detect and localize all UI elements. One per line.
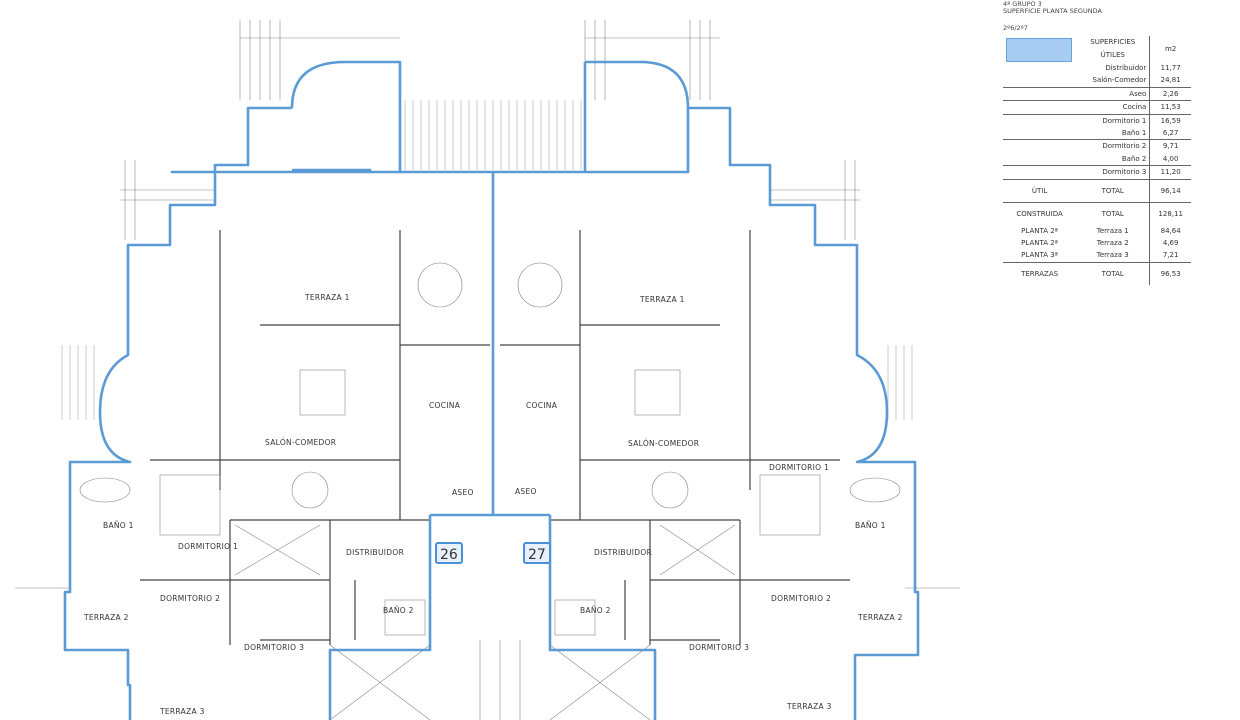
table-head-row: SUPERFICIES m2: [1003, 36, 1191, 62]
terraza-value: 7,21: [1149, 249, 1191, 263]
room-name: Baño 1: [1076, 127, 1150, 141]
label-cocina-right: COCINA: [526, 401, 558, 410]
label-dormitorio1-right: DORMITORIO 1: [769, 463, 829, 472]
label-dormitorio3-right: DORMITORIO 3: [689, 643, 749, 652]
room-value: 16,59: [1149, 114, 1191, 128]
label-aseo-right: ASEO: [515, 487, 537, 496]
label-bano1-right: BAÑO 1: [855, 521, 886, 530]
label-terraza1-left: TERRAZA 1: [304, 293, 350, 302]
construida-value: 128,11: [1149, 202, 1191, 225]
label-dormitorio3-left: DORMITORIO 3: [244, 643, 304, 652]
util-label: ÚTIL: [1003, 179, 1077, 203]
room-name: Distribuidor: [1105, 64, 1147, 72]
header-group: 4ª GRUPO 3: [1003, 0, 1042, 8]
room-name: Dormitorio 1: [1102, 116, 1147, 125]
terraza-row: PLANTA 2ª Terraza 1 84,64: [1003, 224, 1191, 238]
table-head-row-2: ÚTILES: [1003, 49, 1191, 62]
terraza-floor: PLANTA 2ª: [1021, 239, 1058, 248]
room-value: 6,27: [1149, 127, 1191, 141]
terrazas-label: TERRAZAS: [1021, 269, 1059, 278]
unit-outlines: [63, 60, 920, 720]
label-terraza2-left: TERRAZA 2: [83, 613, 129, 622]
label-distribuidor-right: DISTRIBUIDOR: [594, 548, 652, 557]
label-terraza2-right: TERRAZA 2: [857, 613, 903, 622]
unit-number-26: 26: [440, 547, 458, 563]
room-value: 2,26: [1149, 87, 1191, 102]
terraza-name: Terraza 2: [1096, 239, 1129, 248]
label-salon-left: SALÓN-COMEDOR: [265, 438, 336, 447]
terraza-value: 4,69: [1149, 237, 1191, 250]
terraza-row: PLANTA 2ª Terraza 2 4,69: [1003, 237, 1191, 250]
label-terraza1-right: TERRAZA 1: [639, 295, 685, 304]
construida-total-label: TOTAL: [1101, 209, 1124, 218]
room-name: Salón-Comedor: [1076, 74, 1150, 88]
util-total-label: TOTAL: [1076, 179, 1150, 203]
room-value: 11,20: [1149, 165, 1191, 180]
label-terraza3-right: TERRAZA 3: [786, 702, 832, 711]
room-name: Dormitorio 3: [1076, 165, 1150, 180]
label-salon-right: SALÓN-COMEDOR: [628, 439, 699, 448]
head-label-1: SUPERFICIES: [1090, 38, 1136, 46]
label-bano2-right: BAÑO 2: [580, 606, 611, 615]
room-name: Baño 2: [1076, 152, 1150, 167]
terraza-floor: PLANTA 2ª: [1021, 226, 1058, 235]
room-labels-right: TERRAZA 1 COCINA SALÓN-COMEDOR ASEO DIST…: [515, 295, 903, 711]
room-value: 11,53: [1149, 100, 1191, 115]
construida-total-row: CONSTRUIDA TOTAL 128,11: [1003, 202, 1191, 225]
unit-number-27: 27: [528, 547, 546, 563]
label-distribuidor-left: DISTRIBUIDOR: [346, 548, 404, 557]
label-dormitorio2-right: DORMITORIO 2: [771, 594, 831, 603]
label-cocina-left: COCINA: [429, 401, 461, 410]
label-aseo-left: ASEO: [452, 488, 474, 497]
header-floor: SUPERFICIE PLANTA SEGUNDA: [1003, 7, 1102, 15]
unit-outline-left: [63, 60, 495, 720]
util-total-row: ÚTIL TOTAL 96,14: [1003, 179, 1191, 203]
label-bano1-left: BAÑO 1: [103, 521, 134, 530]
plan-linework: [15, 20, 960, 720]
room-name: Cocina: [1076, 100, 1150, 115]
room-labels-left: TERRAZA 1 COCINA SALÓN-COMEDOR ASEO DIST…: [83, 293, 474, 716]
unit-badge-27: 27: [523, 542, 551, 564]
terrazas-total-label: TOTAL: [1101, 269, 1124, 278]
unit-outline-right: [493, 60, 920, 720]
header-units: 2º6/2º7: [1003, 24, 1028, 32]
label-bano2-left: BAÑO 2: [383, 606, 414, 615]
head-label-2: ÚTILES: [1100, 51, 1125, 59]
terrazas-value: 96,53: [1149, 262, 1191, 285]
label-dormitorio1-left: DORMITORIO 1: [178, 542, 238, 551]
unit-badge-26: 26: [435, 542, 463, 564]
room-value: 9,71: [1149, 139, 1191, 153]
terraza-name: Terraza 1: [1096, 226, 1129, 235]
terrazas-total-row: TERRAZAS TOTAL 96,53: [1003, 262, 1191, 285]
floor-plan: TERRAZA 1 COCINA SALÓN-COMEDOR ASEO DIST…: [15, 20, 960, 720]
terraza-value: 84,64: [1149, 224, 1191, 238]
room-value: 4,00: [1149, 152, 1191, 167]
room-value: 11,77: [1149, 62, 1191, 75]
label-dormitorio2-left: DORMITORIO 2: [160, 594, 220, 603]
legend-swatch: [1006, 38, 1072, 62]
util-value: 96,14: [1149, 179, 1191, 203]
terraza-name: Terraza 3: [1076, 249, 1150, 263]
room-name: Dormitorio 2: [1102, 142, 1147, 151]
construida-label: CONSTRUIDA: [1016, 209, 1063, 218]
terraza-floor: PLANTA 3ª: [1003, 249, 1077, 263]
room-name: Aseo: [1076, 87, 1150, 102]
room-value: 24,81: [1149, 74, 1191, 88]
label-terraza3-left: TERRAZA 3: [159, 707, 205, 716]
head-unit: m2: [1149, 36, 1191, 62]
